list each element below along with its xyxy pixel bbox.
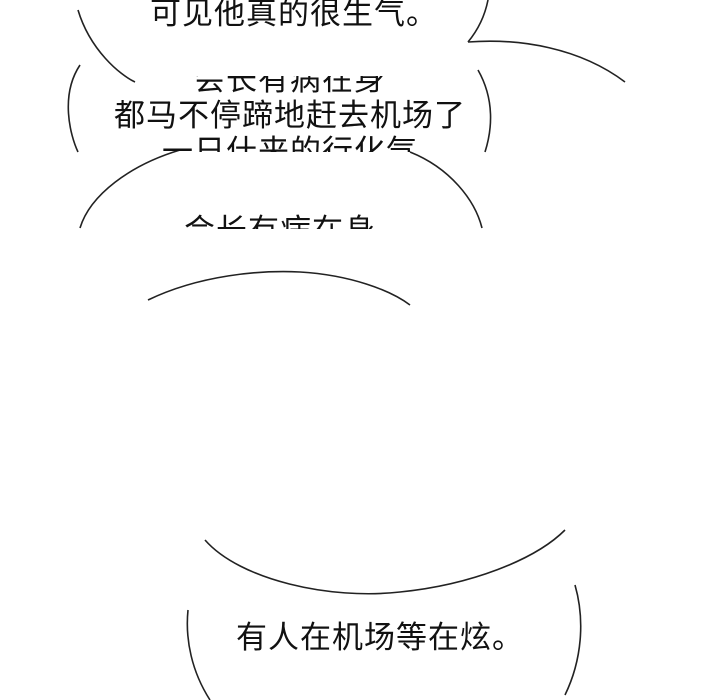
bubble-4-outline [147,270,566,595]
bubble-3-text: 会长有病在身 [150,213,410,229]
bubble-2-line-1: 会长有病在身 [194,76,386,98]
bubble-3-outline [79,149,483,229]
bubble-3-clip: 会长有病在身 [150,205,410,229]
bubble-1-outline [77,0,626,83]
bubble-5-outline [186,584,582,700]
bubble-2-outline [67,64,492,153]
bubble-2-clip: 会长有病在身 都马不停蹄地赶去机场了 一日什来的行化气 [100,76,480,152]
bubble-1-text: 可见他真的很生气。 [150,0,438,32]
bubble-5-text: 有人在机场等在炫。 [236,620,524,656]
bubble-2-line-2: 都马不停蹄地赶去机场了 [114,98,466,134]
bubble-2-line-3: 一日什来的行化气 [162,134,418,152]
